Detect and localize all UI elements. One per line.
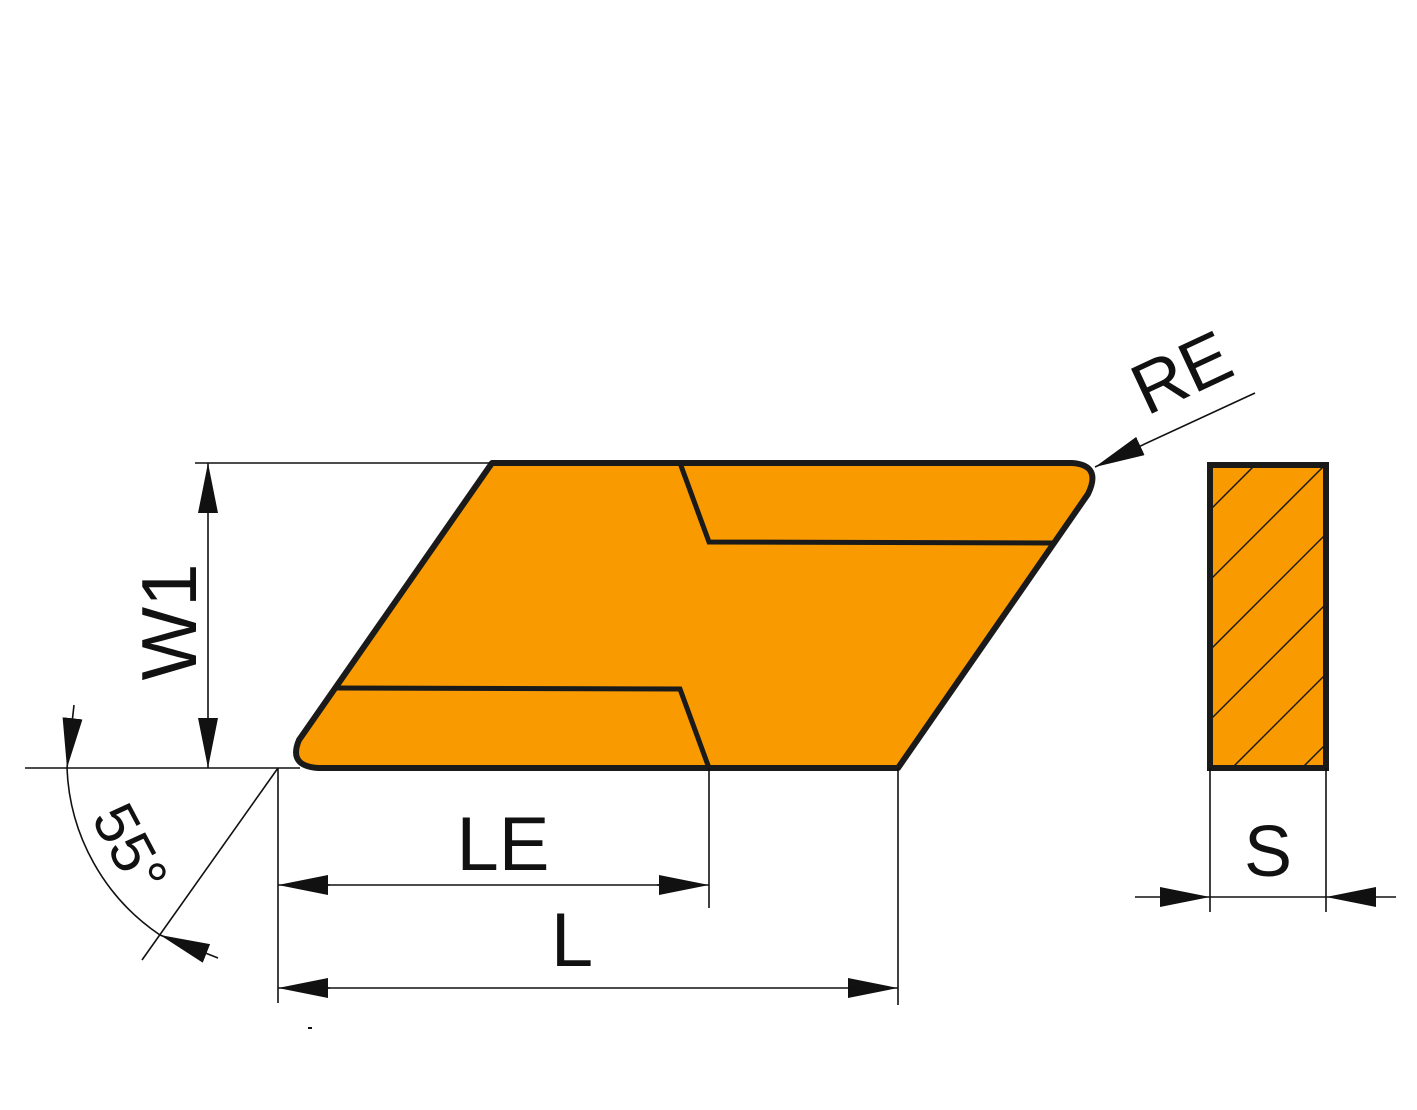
label-re: RE — [1120, 316, 1244, 431]
stray-mark — [308, 1027, 312, 1029]
chipbreaker-lower — [334, 685, 712, 769]
chipbreaker-upper — [677, 462, 1056, 546]
dimension-lines — [25, 392, 1396, 1005]
label-w1: W1 — [125, 564, 213, 681]
insert-side-view — [1207, 462, 1329, 771]
label-angle-55: 55° — [79, 793, 181, 905]
label-le: LE — [457, 802, 550, 887]
label-s: S — [1244, 812, 1292, 892]
insert-top-view — [293, 460, 1096, 771]
label-l: L — [551, 898, 593, 983]
